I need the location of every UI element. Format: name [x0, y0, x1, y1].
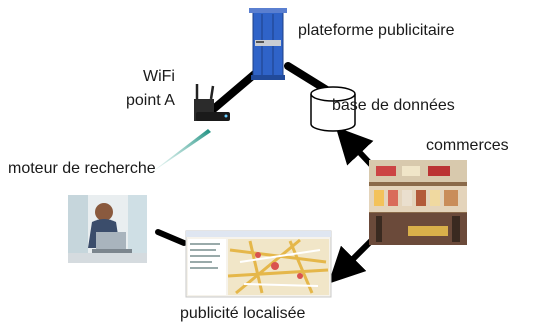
label-search-engine: moteur de recherche [8, 160, 156, 177]
label-ad-platform: plateforme publicitaire [298, 22, 455, 39]
arrow-shops-to-ads [328, 235, 377, 284]
database-cylinder-icon [310, 86, 356, 132]
map-screenshot-icon [185, 230, 332, 298]
label-wifi-line2: point A [126, 92, 175, 109]
link-ads-searchengine [155, 229, 187, 246]
link-server-wifi [206, 68, 261, 116]
label-database: base de données [332, 97, 455, 114]
label-shops: commerces [426, 137, 509, 154]
label-local-ads: publicité localisée [180, 305, 306, 322]
shop-photo-icon [369, 160, 467, 245]
wifi-beam [148, 129, 211, 175]
wifi-router-icon [194, 84, 230, 121]
laptop-user-photo-icon [68, 195, 147, 263]
label-wifi-line1: WiFi [143, 68, 175, 85]
server-rack-icon [249, 8, 287, 80]
